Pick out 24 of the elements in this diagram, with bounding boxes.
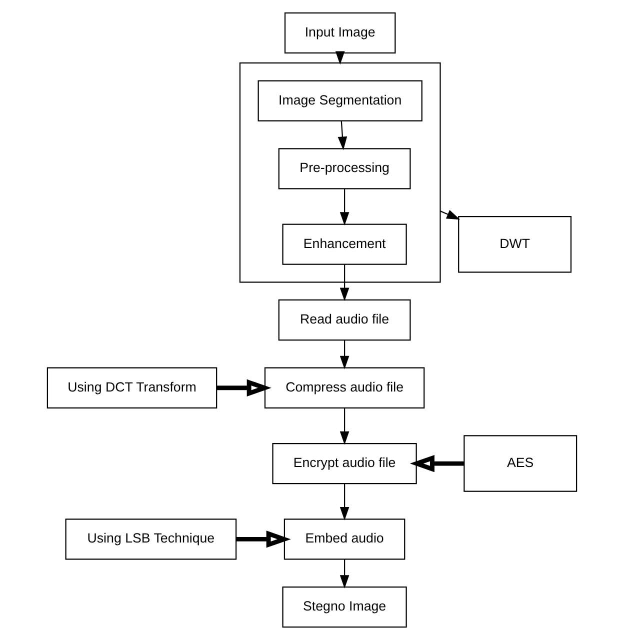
node-box: Compress audio file [264, 367, 424, 408]
arrow [409, 454, 464, 472]
arrow [339, 189, 349, 226]
node-box: Read audio file [278, 299, 410, 341]
arrow [440, 210, 460, 220]
node-box: Using DCT Transform [46, 367, 217, 408]
arrow [339, 559, 349, 588]
arrow [339, 264, 349, 302]
arrow [337, 120, 347, 150]
cluster [238, 62, 440, 283]
arrow [339, 340, 349, 370]
arrow [236, 530, 290, 548]
node-box: Image Segmentation [257, 80, 422, 122]
node-box: DWT [458, 216, 572, 273]
node-box: Encrypt audio file [272, 442, 416, 484]
node-box: Pre-processing [278, 148, 410, 190]
arrow [339, 408, 349, 445]
arrow [216, 379, 271, 396]
node-box: Stegno Image [282, 586, 406, 628]
arrow [339, 484, 349, 520]
node-box: Embed audio [283, 518, 405, 560]
node-box: Using LSB Technique [64, 518, 236, 560]
node-box: AES [463, 435, 577, 492]
node-box: Enhancement [282, 224, 406, 265]
